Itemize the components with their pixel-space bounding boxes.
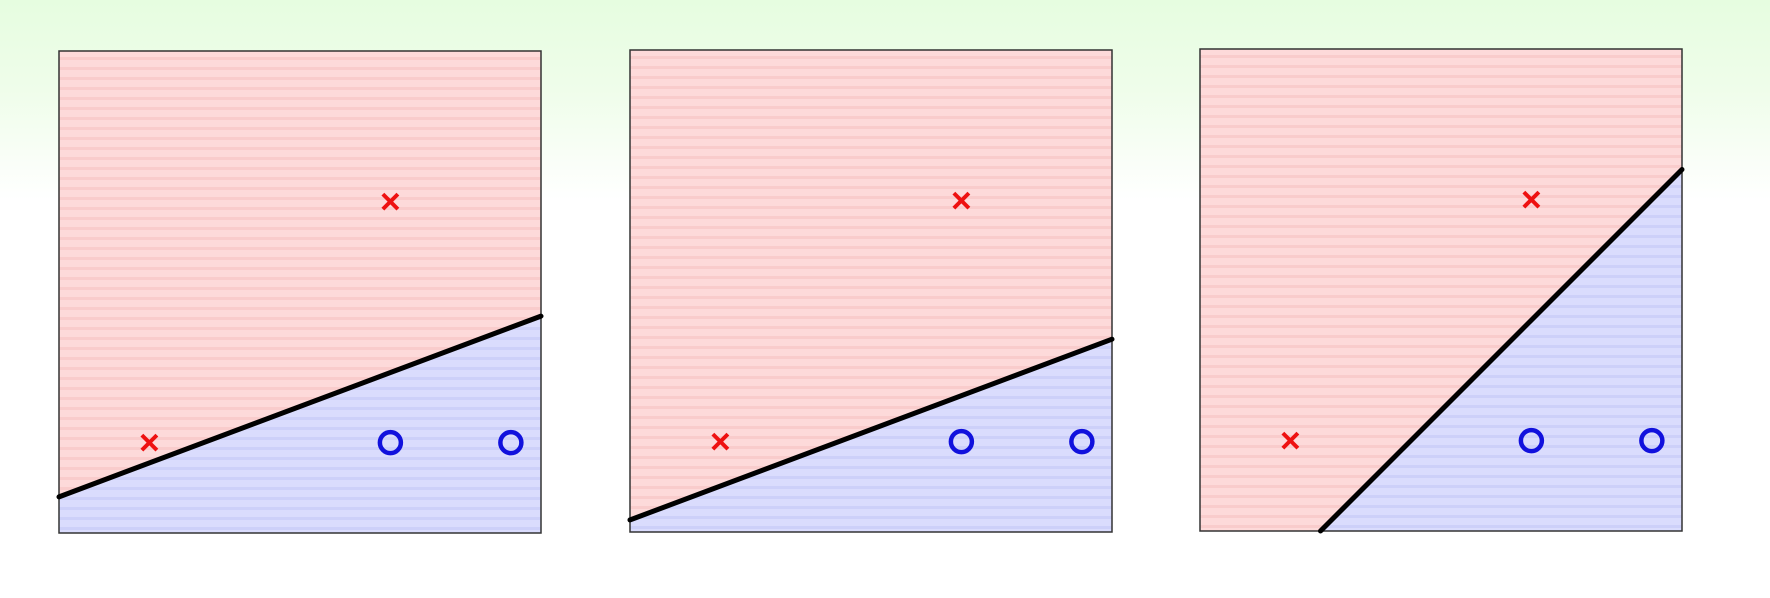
decision-boundary-line [627,336,1115,523]
x-marker [140,433,159,452]
panel-2 [627,49,1115,533]
decision-boundary-line [56,313,544,500]
panel-1 [56,50,544,534]
x-marker [381,192,400,211]
region-o [59,316,541,533]
panel-3 [1199,48,1685,534]
o-marker [498,429,524,456]
panel-frame [629,49,1113,533]
panel-frame [1199,48,1683,532]
o-marker [377,429,404,456]
decision-boundary-line [1318,167,1685,534]
x-marker [952,191,971,210]
o-marker [1518,427,1545,454]
x-marker [1281,431,1300,450]
o-marker [1069,428,1095,455]
o-marker [948,428,975,455]
region-o [630,339,1112,532]
x-marker [711,432,730,451]
x-marker [1522,190,1541,209]
panel-frame [58,50,542,534]
o-marker [1639,427,1665,454]
